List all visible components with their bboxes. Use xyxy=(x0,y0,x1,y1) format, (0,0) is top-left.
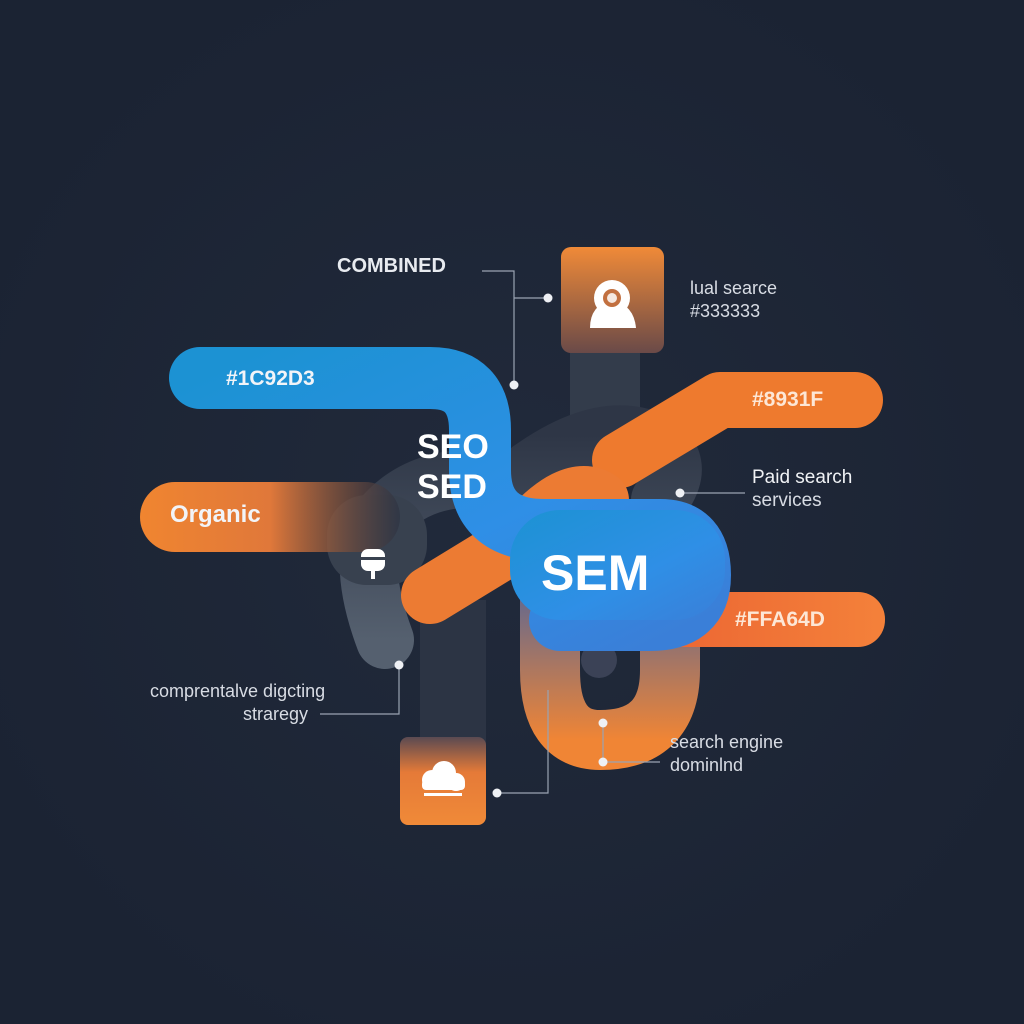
seo-label: SEO xyxy=(417,428,489,466)
cloud-icon xyxy=(422,761,465,796)
search-engine-line1: search engine xyxy=(670,732,784,752)
search-engine-line2: dominlnd xyxy=(670,755,744,775)
paid-search-line2: services xyxy=(752,490,822,511)
strategy-label: comprentalve digcting straregy xyxy=(150,680,360,726)
visual-search-line2: #333333 xyxy=(690,301,761,321)
blue-hex-label: #1C92D3 xyxy=(226,367,315,390)
organic-label: Organic xyxy=(170,501,261,528)
paid-search-label: Paid search services xyxy=(752,466,852,512)
sem-label: SEM xyxy=(541,545,650,601)
organic-bar xyxy=(140,482,400,552)
paid-search-line1: Paid search xyxy=(752,467,853,488)
orange-bar-top xyxy=(592,372,883,488)
pipe-bottom xyxy=(420,600,486,750)
search-engine-label: search engine dominlnd xyxy=(670,731,783,777)
sed-label: SED xyxy=(417,468,487,506)
strategy-line1: comprentalve digcting xyxy=(150,681,326,701)
lamp-icon xyxy=(361,549,385,579)
visual-search-label: lual searce #333333 xyxy=(690,277,777,323)
strategy-line2: straregy xyxy=(242,704,308,724)
orange-hex-bottom-label: #FFA64D xyxy=(735,608,825,631)
orange-hex-top-label: #8931F xyxy=(752,388,824,411)
user-webcam-icon xyxy=(590,280,636,328)
combined-label: COMBINED xyxy=(337,255,446,277)
connector-dots xyxy=(394,293,685,798)
visual-search-line1: lual searce xyxy=(690,278,778,298)
orange-u-shape xyxy=(520,570,700,771)
